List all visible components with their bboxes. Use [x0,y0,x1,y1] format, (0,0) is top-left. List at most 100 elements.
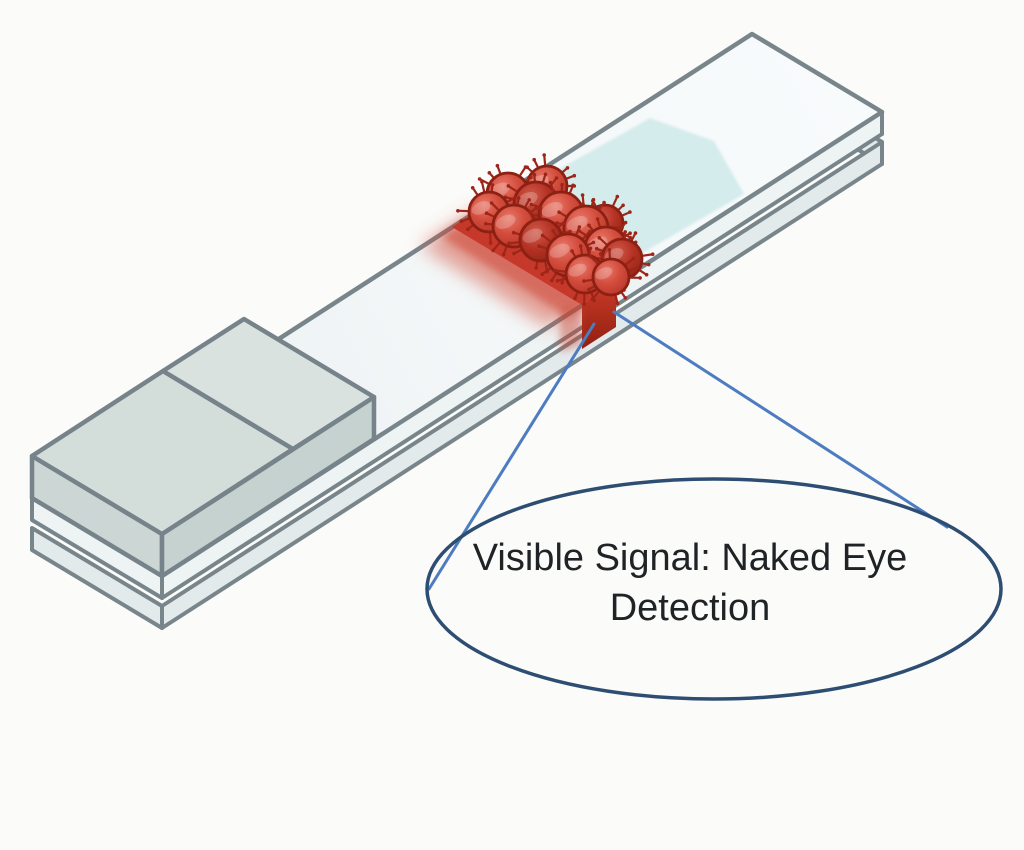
antibody-spike-tip [456,209,460,213]
callout-label-line1: Visible Signal: Naked Eye [473,537,907,579]
antibody-spike-tip [489,201,494,205]
antibody-spike-tip [532,172,537,177]
antibody-spike-tip [512,251,516,256]
antibody-spike-tip [528,210,532,214]
callout-label-line2: Detection [610,587,771,629]
nanoparticle-highlight [568,263,587,277]
antibody-spike-tip [594,246,599,251]
antibody-spike-tip [591,197,596,202]
antibody-spike-tip [607,248,612,252]
antibody-spike-tip [580,193,585,197]
antibody-spike-tip [588,254,593,259]
antibody-spike-tip [615,301,620,306]
antibody-spike-tip [506,184,511,188]
nanoparticle-body [591,257,631,297]
antibody-spike-tip [572,173,577,178]
antibody-spike-tip [507,241,511,246]
antibody-spike-tip [628,210,632,214]
antibody-spike-tip [560,182,564,187]
callout-ellipse [425,477,1003,701]
antibody-spike-tip [466,227,470,231]
antibody-spike-tip [529,175,533,180]
nanoparticle-highlight [522,228,543,243]
antibody-spike-tip [477,177,482,181]
callout: Visible Signal: Naked Eye Detection [425,310,1003,701]
antibody-spike-tip [621,203,625,208]
antibody-spike-tip [487,171,492,175]
antibody-spike-tip [548,180,553,185]
callout-line-left [427,322,596,591]
antibody-spike-tip [480,179,484,184]
antibody-spike-tip [602,200,606,205]
antibody-spike-tip [587,287,591,292]
antibody-spike-tip [565,166,570,170]
antibody-spike-tip [484,222,488,226]
antibody-spike-tip [527,198,531,202]
antibody-spike-tip [573,296,577,301]
antibody-spike-tip [543,172,548,177]
antibody-spike-tip [532,157,536,162]
strip-left-edge-backing-layer [30,526,164,630]
antibody-spike-tip [568,229,572,234]
antibody-spike-tip [534,206,538,210]
nanoparticle-highlight [495,214,516,229]
nanoparticle-highlight [471,201,491,215]
antibody-spike-tip [550,278,554,283]
antibody-spike-tip [588,246,593,251]
antibody-spike-tip [623,220,628,225]
antibody-spike-tip [555,279,560,283]
antibody-spike-tip [540,233,545,238]
antibody-spike-tip [628,235,632,240]
antibody-spike-tip [523,165,528,169]
antibody-spike-tip [590,297,595,302]
antibody-spike-tip [488,241,493,245]
antibody-spike-tip [542,153,546,157]
antibody-spike-tip [577,225,582,229]
antibody-spike-tip [516,196,521,200]
antibody-spike-tip [587,223,591,228]
antibody-spike-tip [578,244,583,248]
antibody-spike-tip [512,196,517,200]
antibody-spike-tip [459,219,464,223]
antibody-spike-tip [591,240,596,245]
antibody-spike-tip [534,266,538,270]
pad-block [29,316,377,579]
antibody-spike-tip [557,210,561,214]
antibody-spike-tip [470,186,475,190]
antibody-spike-tip [633,231,638,235]
antibody-spike-tip [615,194,620,199]
antibody-spike-tip [511,230,516,235]
antibody-spike-tip [582,302,586,306]
antibody-spike-tip [644,272,649,277]
antibody-spike-tip [495,163,500,168]
antibody-spike-tip [588,229,592,234]
antibody-spike-tip [638,276,642,280]
nanoparticle-highlight [566,215,588,231]
antibody-spike-tip [650,252,655,256]
nanoparticle-cluster [456,153,655,306]
antibody-spike-tip [553,268,557,273]
antibody-spike-tip [561,221,566,225]
conjugate-pad [160,316,377,452]
antibody-spike-tip [529,202,534,207]
antibody-spike-tip [484,211,489,215]
antibody-spike-tip [623,296,628,300]
antibody-spike-tip [554,176,559,180]
test-line-edge [582,283,616,349]
nanoparticle-highlight [541,201,563,217]
antibody-spike-tip [570,249,574,253]
antibody-spike-tip [597,236,602,240]
antibody-spike-tip [537,244,541,248]
antibody-spike-tip [560,280,564,285]
antibody-spike-tip [582,279,586,283]
antibody-spike-tip [623,230,627,234]
nanoparticle [582,248,642,306]
test-line-edge-glow [560,300,582,352]
callout-line-right [612,310,949,529]
antibody-spike-tip [634,266,639,270]
antibody-spike-tip [571,183,575,188]
antibody-spike-tip [490,183,495,187]
antibody-spike-tip [646,262,651,267]
